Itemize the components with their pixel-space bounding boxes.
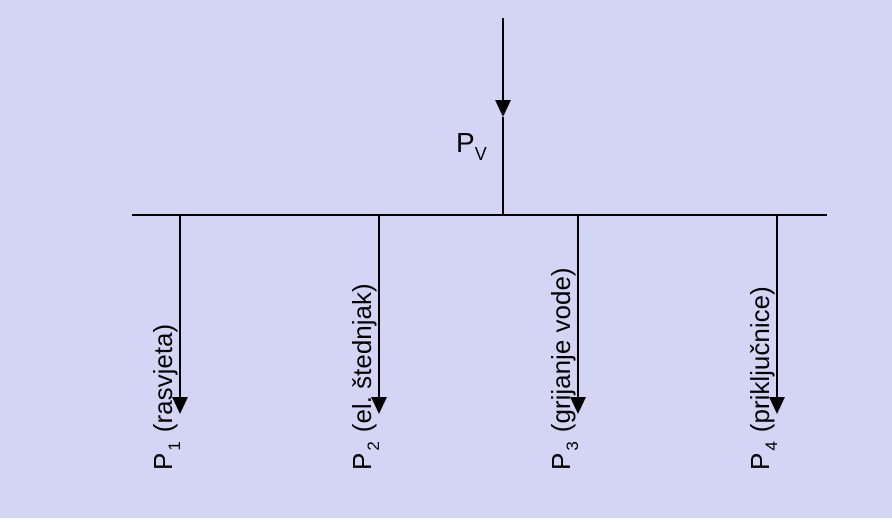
branch-1-arrow-head [172,397,188,414]
input-label: PV [456,127,487,164]
branch-4-label-subscript: 4 [762,441,781,450]
branch-1-label-subscript: 1 [165,441,184,450]
branch-4-label: P 4 (priključnice) [745,286,781,470]
branch-2-label-subscript: 2 [364,441,383,450]
branch-1-label-description: (rasvjeta) [148,324,178,432]
branch-2-label: P 2 (el. štednjak) [347,283,383,470]
branch-3-arrow-head [570,397,586,414]
branch-2-arrow-head [371,397,387,414]
branch-2-label-symbol: P [347,453,377,470]
branch-3-label-description: (grijanje vode) [546,267,576,432]
branch-3-label-symbol: P [546,453,576,470]
branch-3-label-subscript: 3 [563,441,582,450]
branch-4-label-description: (priključnice) [745,286,775,432]
input-arrow-head [495,100,511,117]
branch-1-label-symbol: P [148,453,178,470]
branch-group: P 1 (rasvjeta) P 2 (el. štednjak) P 3 (grijanje … [148,215,785,470]
branch-1-label: P 1 (rasvjeta) [148,324,184,470]
input-label-subscript: V [475,144,487,164]
branch-2-label-description: (el. štednjak) [347,283,377,432]
branch-4-arrow-head [769,397,785,414]
branch-4-label-symbol: P [745,453,775,470]
input-label-symbol: P [456,127,475,158]
branch-3-label: P 3 (grijanje vode) [546,267,582,470]
